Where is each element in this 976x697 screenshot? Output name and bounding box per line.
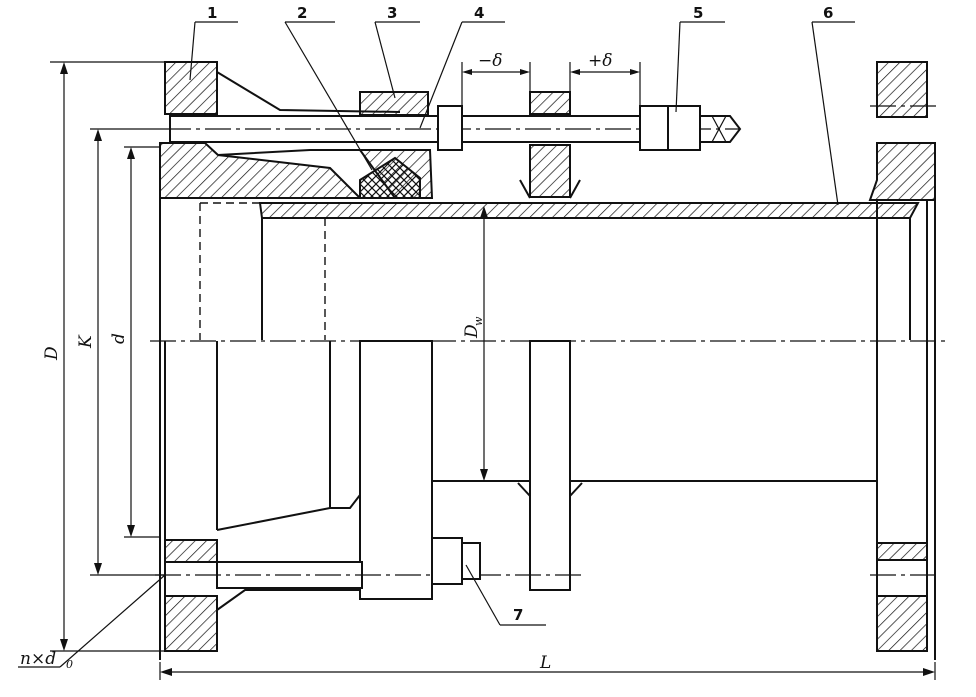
part-label-4: 4 <box>474 4 484 22</box>
part-label-5: 5 <box>693 4 703 22</box>
part-label-6: 6 <box>823 4 833 22</box>
dim-K-label: K <box>76 334 96 349</box>
holes-label: n×d <box>20 649 56 669</box>
dim-Dw-main: D <box>462 324 482 339</box>
right-flange <box>868 61 940 652</box>
part-label-7: 7 <box>513 606 523 624</box>
lower-body <box>155 340 877 652</box>
dim-d-label: d <box>109 333 129 344</box>
plus-delta-label: +δ <box>588 51 612 71</box>
dimension-lines <box>50 61 936 680</box>
dim-Dw-label: D w <box>462 316 485 339</box>
part-label-3: 3 <box>387 4 397 22</box>
part-label-1: 1 <box>207 4 217 22</box>
part-label-2: 2 <box>297 4 307 22</box>
pipe-body <box>159 198 936 660</box>
dim-D-label: D <box>42 346 62 361</box>
dim-L-label: L <box>539 653 551 673</box>
leader-lines <box>18 21 855 668</box>
upper-tie-rod <box>165 105 742 151</box>
holes-subscript: 0 <box>66 658 73 671</box>
middle-flange-upper <box>519 91 581 199</box>
minus-delta-label: −δ <box>478 51 502 71</box>
dim-Dw-subscript: w <box>472 316 485 326</box>
gland-assembly <box>358 91 434 199</box>
